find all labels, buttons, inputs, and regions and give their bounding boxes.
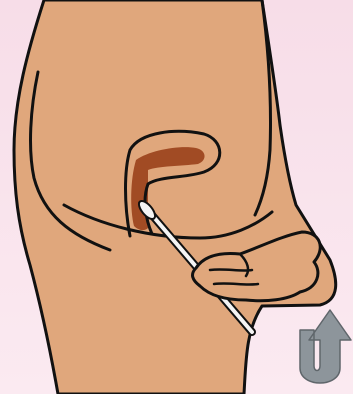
finger-line-1 bbox=[210, 269, 252, 270]
finger-line-2 bbox=[214, 283, 258, 284]
